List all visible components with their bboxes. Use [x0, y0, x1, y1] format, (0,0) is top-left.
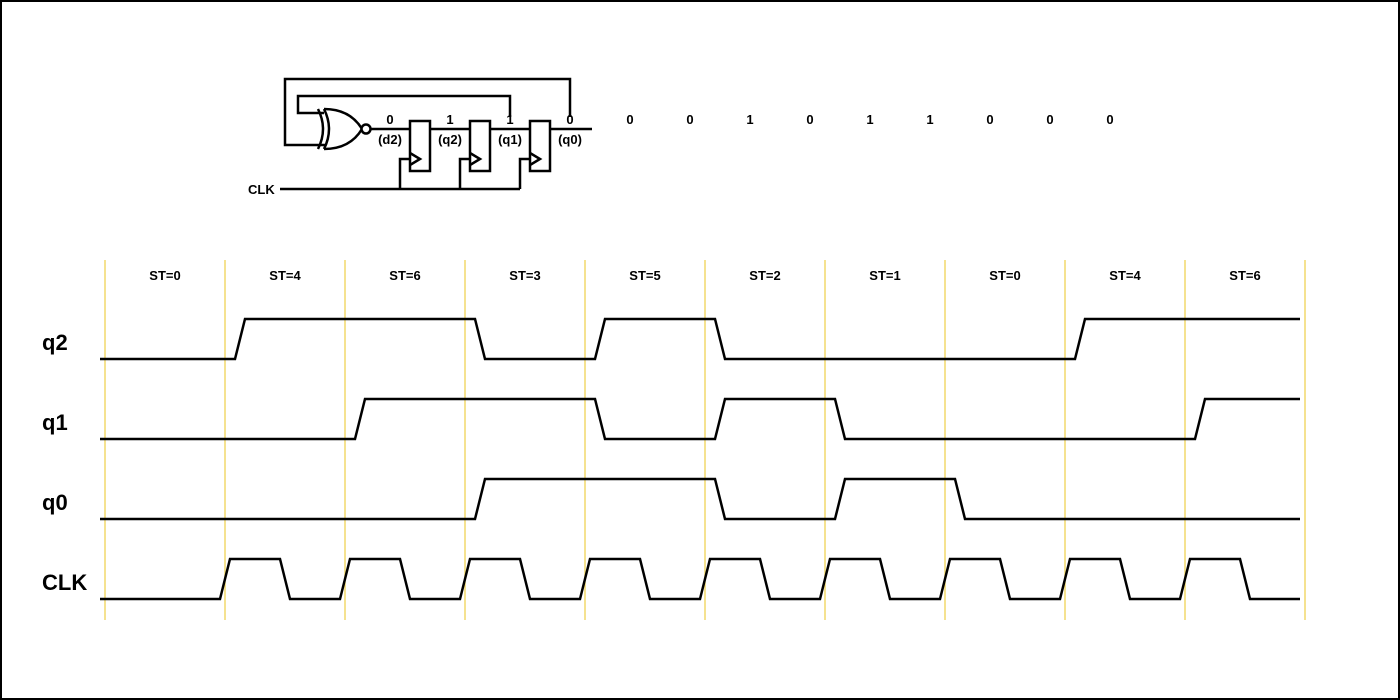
flip-flop-q1 [468, 119, 492, 173]
xnor-gate-icon [316, 107, 372, 151]
output-bit: 1 [866, 112, 873, 127]
clk-input-label: CLK [248, 182, 275, 197]
waveform-clk [100, 557, 1300, 601]
signal-label-q0: q0 [42, 490, 68, 515]
state-label: ST=1 [869, 268, 900, 283]
output-bit-stream: 0 0 1 0 1 1 0 0 0 [626, 112, 1113, 127]
state-label: ST=4 [1109, 268, 1141, 283]
state-label: ST=0 [989, 268, 1020, 283]
state-label: ST=0 [149, 268, 180, 283]
feedback-wire-q0 [283, 77, 572, 147]
state-label: ST=5 [629, 268, 660, 283]
output-bit: 0 [1046, 112, 1053, 127]
bit-value-q1: 1 [506, 112, 513, 127]
state-label: ST=3 [509, 268, 540, 283]
state-label: ST=4 [269, 268, 301, 283]
reg-label-q2: (q2) [438, 132, 462, 147]
bit-value-q2: 1 [446, 112, 453, 127]
waveform-q0 [100, 477, 1300, 521]
shift-register-circuit: CLK 0 1 1 0 (d2) (q2) (q1) (q0) 0 0 1 0 … [248, 77, 1114, 197]
state-label: ST=6 [389, 268, 420, 283]
state-label: ST=2 [749, 268, 780, 283]
output-bit: 0 [986, 112, 993, 127]
reg-label-q0: (q0) [558, 132, 582, 147]
output-bit: 0 [686, 112, 693, 127]
waveform-q2 [100, 317, 1300, 361]
state-label: ST=6 [1229, 268, 1260, 283]
feedback-wire-q1 [296, 94, 512, 117]
waveform-q1 [100, 397, 1300, 441]
reg-label-q1: (q1) [498, 132, 522, 147]
output-bit: 0 [806, 112, 813, 127]
signal-label-clk: CLK [42, 570, 87, 595]
bit-value-d2: 0 [386, 112, 393, 127]
timing-waveforms [100, 317, 1300, 601]
reg-label-d2: (d2) [378, 132, 402, 147]
state-labels: ST=0 ST=4 ST=6 ST=3 ST=5 ST=2 ST=1 ST=0 ST=4 ST=6 [149, 268, 1260, 283]
output-bit: 1 [746, 112, 753, 127]
output-bit: 0 [1106, 112, 1113, 127]
output-bit: 0 [626, 112, 633, 127]
output-bit: 1 [926, 112, 933, 127]
bit-value-q0: 0 [566, 112, 573, 127]
signal-label-q1: q1 [42, 410, 68, 435]
flip-flop-d2 [408, 119, 432, 173]
flip-flop-q0 [528, 119, 552, 173]
signal-label-q2: q2 [42, 330, 68, 355]
clock-wire [280, 157, 530, 191]
